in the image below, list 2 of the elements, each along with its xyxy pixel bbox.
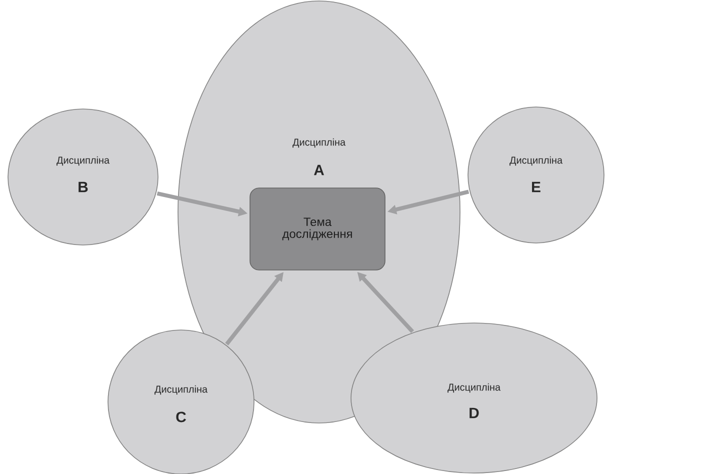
topic-box: Тема дослідження	[250, 188, 386, 270]
node-label: D	[470, 408, 479, 418]
